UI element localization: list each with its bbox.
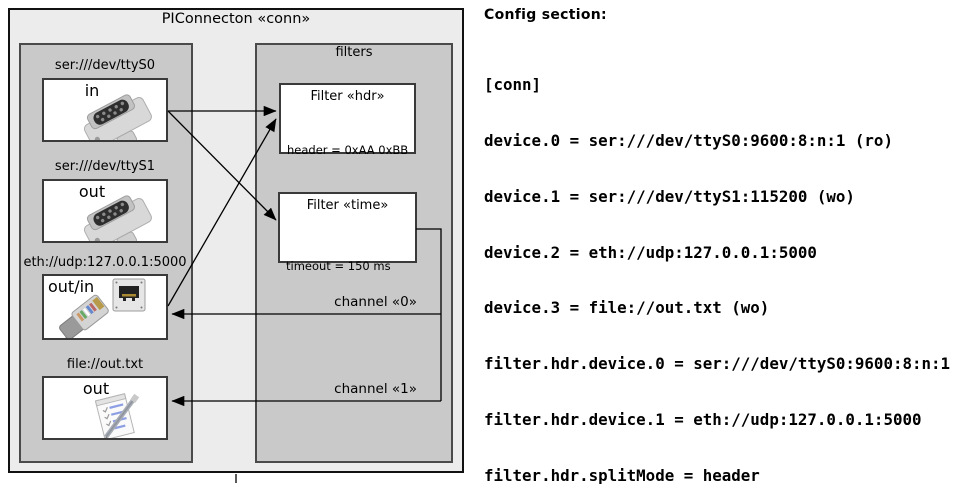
device-uri-file: file://out.txt (66, 357, 144, 372)
filter-hdr-title: Filter «hdr» (310, 89, 385, 104)
config-line: device.3 = file://out.txt (wo) (484, 298, 770, 318)
device-box-ttys0: in (42, 78, 168, 142)
filter-hdr-prop-header: header = 0xAA 0xBB (287, 143, 409, 157)
filter-time-properties: timeout = 150 ms (286, 226, 391, 306)
device-direction-label: in (84, 81, 100, 100)
device-direction-label: out (82, 379, 110, 398)
channel-1-label: channel «1» (334, 381, 417, 397)
serial-db9-connector-icon (83, 94, 152, 140)
channel-0-label: channel «0» (334, 294, 417, 310)
config-line: filter.hdr.splitMode = header (484, 465, 760, 484)
device-uri-ttys1: ser:///dev/ttyS1 (54, 159, 156, 174)
filters-panel-title: filters (335, 45, 373, 60)
serial-db9-connector-icon (83, 195, 152, 241)
filter-time-box: Filter «time» timeout = 150 ms (278, 192, 417, 273)
device-uri-eth: eth://udp:127.0.0.1:5000 (23, 255, 187, 270)
device-direction-label: out/in (48, 277, 95, 296)
device-uri-ttys0: ser:///dev/ttyS0 (54, 58, 156, 73)
filter-hdr-box: Filter «hdr» header = 0xAA 0xBB payloadS… (279, 83, 416, 205)
notepad-icon (94, 393, 140, 438)
ethernet-port-icon (112, 278, 146, 312)
config-line: filter.hdr.device.1 = eth://udp:127.0.0.… (484, 409, 922, 429)
pencil-icon (104, 393, 140, 438)
filter-time-prop-timeout: timeout = 150 ms (286, 259, 391, 273)
config-line: [conn] (484, 75, 542, 95)
config-line: device.0 = ser:///dev/ttyS0:9600:8:n:1 (… (484, 130, 893, 150)
diagram-title: PIConnecton «conn» (161, 11, 311, 27)
ethernet-plug-icon (59, 294, 109, 338)
device-box-eth: out/in (42, 274, 168, 340)
device-box-ttys1: out (42, 179, 168, 243)
config-line: device.1 = ser:///dev/ttyS1:115200 (wo) (484, 186, 855, 206)
device-direction-label: out (78, 182, 106, 201)
device-box-file: out (42, 376, 168, 440)
config-text-block: [conn] device.0 = ser:///dev/ttyS0:9600:… (484, 39, 964, 484)
config-section-heading: Config section: (484, 7, 607, 23)
config-line: filter.hdr.device.0 = ser:///dev/ttyS0:9… (484, 354, 951, 374)
config-line: device.2 = eth://udp:127.0.0.1:5000 (484, 242, 817, 262)
filter-time-title: Filter «time» (306, 198, 389, 213)
